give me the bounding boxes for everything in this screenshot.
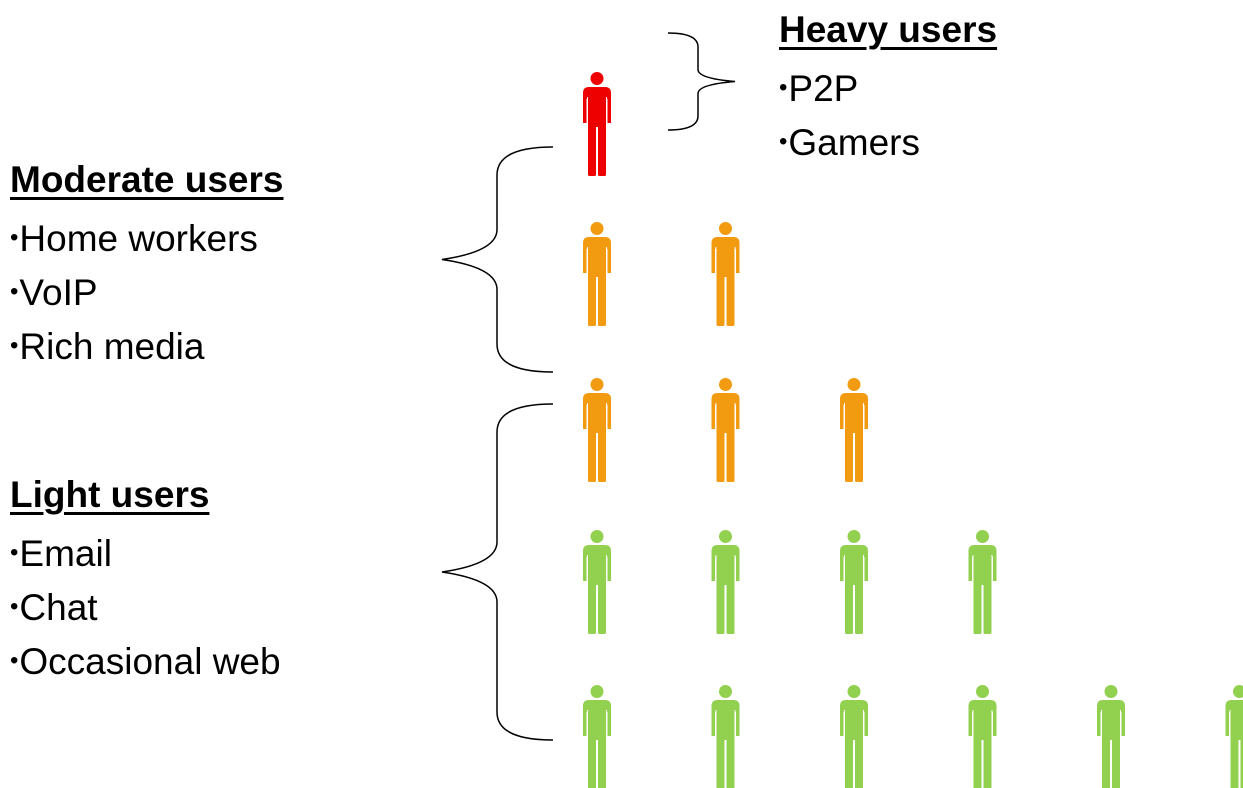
item-label: Home workers — [19, 217, 258, 259]
heavy-users-title: Heavy users — [779, 9, 998, 50]
person-icon — [583, 685, 611, 788]
bullet-icon: • — [10, 331, 19, 359]
item-label: Email — [19, 532, 112, 574]
light-users-item: •Email — [10, 526, 281, 580]
heavy-bracket — [667, 32, 736, 131]
person-icon — [583, 72, 611, 176]
light-users-group: Light users •Email •Chat •Occasional web — [10, 474, 281, 688]
person-icon — [840, 530, 868, 634]
moderate-bracket — [441, 146, 554, 373]
person-icon — [711, 530, 740, 634]
heavy-users-item: •Gamers — [779, 115, 997, 169]
item-label: Gamers — [788, 121, 920, 163]
bullet-icon: • — [779, 127, 788, 155]
bullet-icon: • — [10, 538, 19, 566]
person-icon — [1225, 685, 1243, 788]
light-users-item: •Chat — [10, 580, 281, 634]
moderate-users-item: •Rich media — [10, 319, 284, 373]
heavy-users-item: •P2P — [779, 61, 997, 115]
item-label: Occasional web — [19, 640, 281, 682]
moderate-users-item: •VoIP — [10, 265, 284, 319]
moderate-users-item: •Home workers — [10, 211, 284, 265]
bullet-icon: • — [10, 277, 19, 305]
person-icon — [968, 685, 997, 788]
item-label: P2P — [788, 67, 859, 109]
person-icon — [840, 378, 868, 482]
person-icon — [583, 530, 611, 634]
bullet-icon: • — [10, 646, 19, 674]
person-icon — [1097, 685, 1125, 788]
bullet-icon: • — [10, 223, 19, 251]
moderate-users-list: •Home workers •VoIP •Rich media — [10, 211, 284, 373]
light-users-title: Light users — [10, 474, 210, 515]
light-users-list: •Email •Chat •Occasional web — [10, 526, 281, 688]
item-label: Rich media — [19, 325, 205, 367]
people-layer — [583, 72, 1243, 788]
item-label: Chat — [19, 586, 98, 628]
bullet-icon: • — [10, 592, 19, 620]
person-icon — [711, 378, 740, 482]
heavy-users-group: Heavy users •P2P •Gamers — [779, 9, 998, 169]
person-icon — [711, 685, 740, 788]
moderate-users-title: Moderate users — [10, 159, 284, 200]
bullet-icon: • — [779, 73, 788, 101]
person-icon — [711, 222, 740, 326]
light-users-item: •Occasional web — [10, 634, 281, 688]
brackets-layer — [441, 32, 736, 741]
item-label: VoIP — [19, 271, 98, 313]
moderate-users-group: Moderate users •Home workers •VoIP •Rich… — [10, 159, 284, 373]
person-icon — [583, 378, 611, 482]
person-icon — [968, 530, 997, 634]
light-bracket — [441, 403, 554, 741]
person-icon — [583, 222, 611, 326]
heavy-users-list: •P2P •Gamers — [779, 61, 997, 169]
person-icon — [840, 685, 868, 788]
